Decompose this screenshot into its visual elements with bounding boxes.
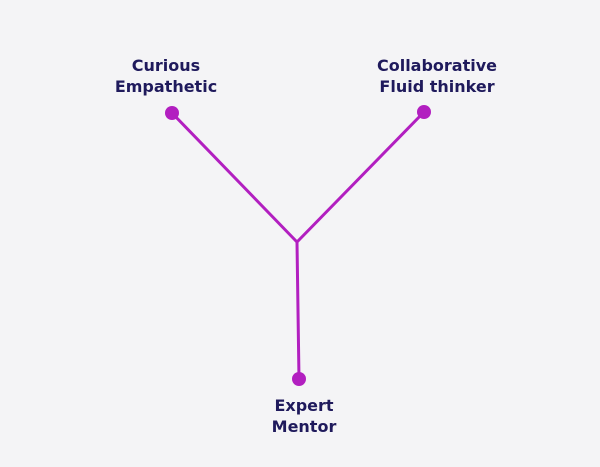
node-dot-right [417, 105, 431, 119]
node-label-bottom: Expert Mentor [204, 395, 404, 437]
node-label-bottom-line1: Expert [274, 396, 334, 415]
node-label-right-line2: Fluid thinker [379, 77, 495, 96]
branch-line-left [170, 111, 299, 244]
branch-line-right [295, 110, 426, 244]
node-label-right-line1: Collaborative [376, 56, 498, 75]
node-label-left-line1: Curious [131, 56, 201, 75]
stem-line-bottom [295, 240, 301, 381]
node-label-bottom-line2: Mentor [271, 417, 337, 436]
node-label-left: Curious Empathetic [66, 55, 266, 97]
node-dot-left [165, 106, 179, 120]
node-dot-bottom [292, 372, 306, 386]
node-label-left-line2: Empathetic [114, 77, 218, 96]
node-label-right: Collaborative Fluid thinker [337, 55, 537, 97]
